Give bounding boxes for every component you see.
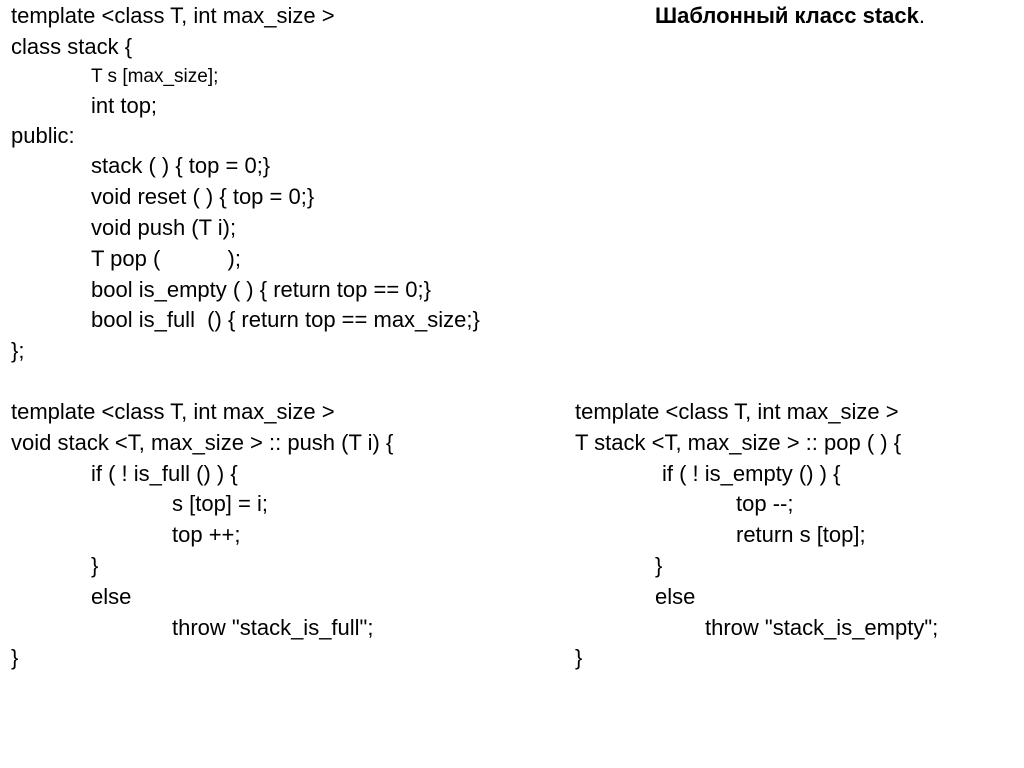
code-line: class stack {: [11, 34, 133, 59]
code-line: }: [11, 645, 19, 670]
code-line: if ( ! is_empty () ) {: [662, 461, 841, 486]
code-line: else: [655, 584, 696, 609]
code-line: int top;: [91, 93, 158, 118]
code-line: void push (T i);: [91, 215, 237, 240]
code-line: s [top] = i;: [172, 491, 268, 516]
slide-title: Шаблонный класс stack.: [655, 3, 925, 29]
code-line: top ++;: [172, 522, 241, 547]
code-line: template <class T, int max_size >: [11, 3, 335, 28]
code-line: }: [575, 645, 583, 670]
code-line: throw "stack_is_full";: [172, 615, 374, 640]
code-line: T stack <T, max_size > :: pop ( ) {: [575, 430, 902, 455]
code-line: return s [top];: [736, 522, 866, 547]
code-line: T pop ( );: [91, 246, 241, 271]
code-line: if ( ! is_full () ) {: [91, 461, 238, 486]
slide-title-dot: .: [918, 3, 925, 28]
code-line: template <class T, int max_size >: [11, 399, 335, 424]
code-line: };: [11, 338, 25, 363]
code-line: top --;: [736, 491, 794, 516]
code-line: T s [max_size];: [91, 66, 219, 87]
code-line: template <class T, int max_size >: [575, 399, 899, 424]
code-line: public:: [11, 123, 75, 148]
code-line: void reset ( ) { top = 0;}: [91, 184, 315, 209]
code-line: }: [655, 553, 663, 578]
code-line: }: [91, 553, 99, 578]
code-line: else: [91, 584, 132, 609]
slide-title-text: Шаблонный класс stack: [655, 3, 919, 28]
code-line: void stack <T, max_size > :: push (T i) …: [11, 430, 394, 455]
code-line: bool is_empty ( ) { return top == 0;}: [91, 277, 431, 302]
code-line: bool is_full () { return top == max_size…: [91, 307, 480, 332]
code-line: throw "stack_is_empty";: [705, 615, 939, 640]
code-line: stack ( ) { top = 0;}: [91, 153, 271, 178]
